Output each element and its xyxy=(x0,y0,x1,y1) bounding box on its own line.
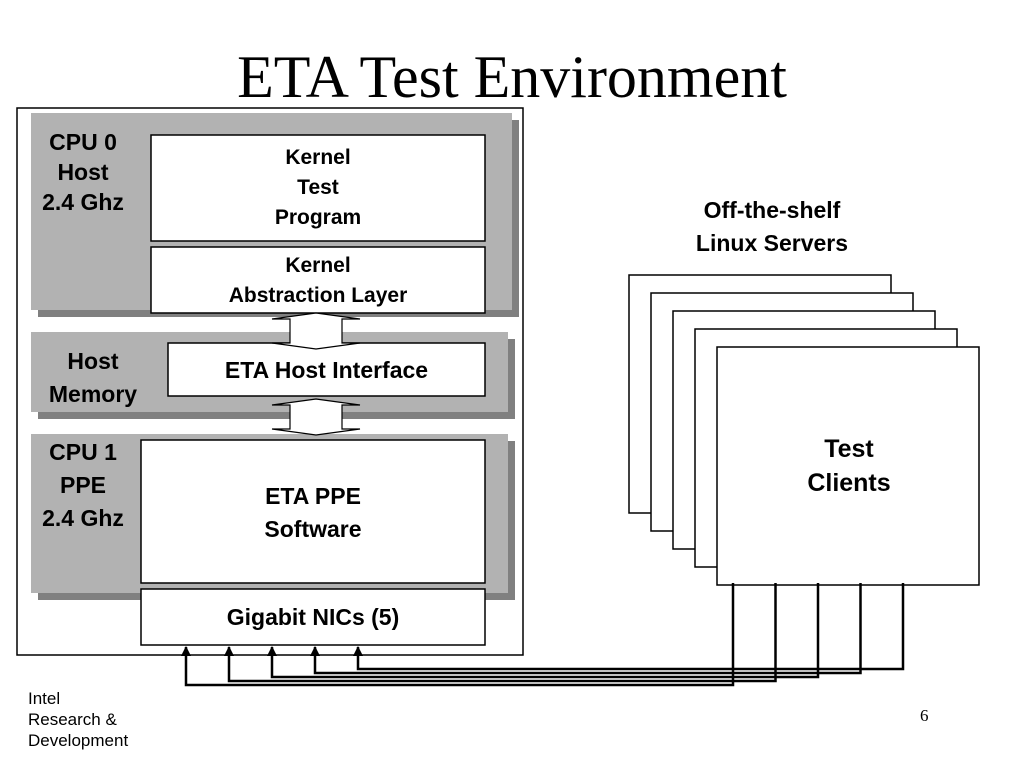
label-line: Linux Servers xyxy=(695,230,849,256)
eta-ppe-box xyxy=(140,439,486,584)
label-text: CPU 0 Host 2.4 Ghz xyxy=(42,127,124,217)
network-link xyxy=(310,583,862,675)
network-link xyxy=(181,583,735,687)
label-line: Host xyxy=(67,348,119,374)
label-line: Off-the-shelf xyxy=(703,197,841,223)
label-line: Abstraction Layer xyxy=(228,284,408,307)
eta-host-interface-label: ETA Host Interface xyxy=(168,343,485,396)
label-line: Test xyxy=(824,435,874,463)
label-line: 2.4 Ghz xyxy=(42,189,124,215)
gigabit-nics-label: Gigabit NICs (5) xyxy=(141,589,485,645)
footer-line: Development xyxy=(28,731,129,750)
page-number: 6 xyxy=(920,706,929,725)
footer-org: Intel Research & Development xyxy=(28,688,128,751)
label-text: ETA PPE Software xyxy=(264,480,361,546)
label-line: Program xyxy=(274,206,362,229)
slide-title: ETA Test Environment xyxy=(237,44,787,110)
label-line: ETA Host Interface xyxy=(224,356,429,383)
label-line: Gigabit NICs (5) xyxy=(226,604,400,630)
label-line: ETA PPE xyxy=(265,483,361,509)
gigabit-nics-box xyxy=(140,588,486,646)
label-line: Test xyxy=(297,176,339,199)
label-line: Clients xyxy=(807,469,891,497)
label-line: Software xyxy=(264,516,362,542)
test-clients-box xyxy=(716,346,980,586)
label-line: 2.4 Ghz xyxy=(42,504,124,531)
double-arrow-interface-to-ppe xyxy=(271,398,361,436)
label-line: Memory xyxy=(48,381,138,407)
double-arrow-kernel-to-interface xyxy=(271,312,361,350)
label-text: Gigabit NICs (5) xyxy=(227,602,400,632)
eta-ppe-label: ETA PPE Software xyxy=(141,478,485,548)
label-line: Kernel xyxy=(285,254,351,277)
label-line: Host xyxy=(57,159,109,185)
label-line: PPE xyxy=(59,471,107,498)
footer-line: Intel xyxy=(28,689,61,708)
label-line: Kernel xyxy=(285,146,351,169)
network-link xyxy=(267,583,820,679)
label-text: ETA Host Interface xyxy=(225,355,428,385)
network-link xyxy=(353,583,905,671)
label-line: CPU 1 xyxy=(49,438,117,465)
label-line: CPU 0 xyxy=(49,129,117,155)
cpu0-label: CPU 0 Host 2.4 Ghz xyxy=(28,124,138,220)
network-link xyxy=(224,583,777,683)
cpu1-label: CPU 1 PPE 2.4 Ghz xyxy=(28,437,138,533)
kernel-test-box xyxy=(150,134,486,242)
eta-host-interface-box xyxy=(167,342,486,397)
label-text: CPU 1 PPE 2.4 Ghz xyxy=(42,436,124,535)
footer-line: Research & xyxy=(28,710,117,729)
